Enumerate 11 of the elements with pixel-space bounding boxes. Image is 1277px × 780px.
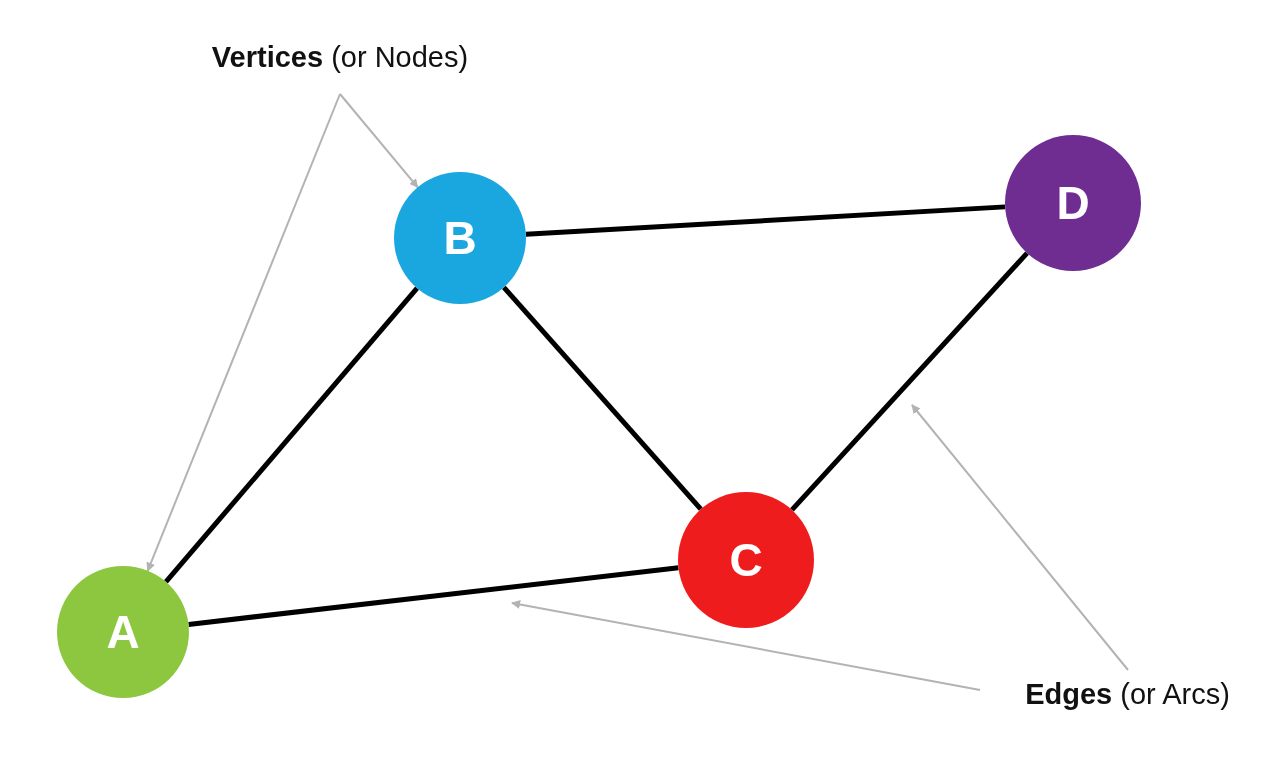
leader-line (339, 93, 419, 189)
edge-line (188, 565, 679, 627)
edge-line (501, 285, 703, 511)
leader-line (146, 93, 341, 572)
callout-text: Edges (or Arcs) (985, 672, 1270, 718)
edge-line (525, 204, 1006, 237)
callout-text: Vertices (or Nodes) (160, 36, 520, 80)
leader-line (911, 404, 1129, 671)
leader-line (511, 600, 981, 691)
edge-line (164, 286, 419, 584)
edge-line (790, 251, 1029, 512)
